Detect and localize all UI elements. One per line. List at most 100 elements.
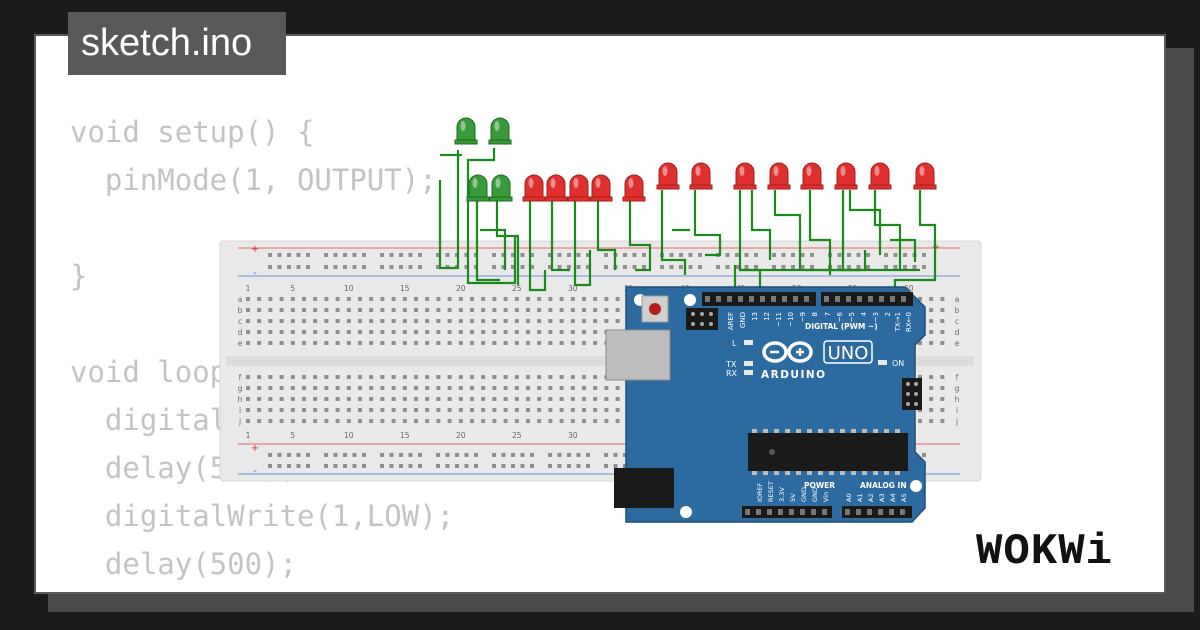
- row-letter: j: [955, 417, 958, 426]
- wire: [893, 190, 937, 292]
- wokwi-logo: WOKWi: [976, 527, 1114, 577]
- power-pin-label: GND: [800, 487, 808, 502]
- led[interactable]: [466, 174, 490, 202]
- power-pin-label: IOREF: [756, 482, 764, 502]
- column-number: 25: [512, 431, 522, 440]
- analog-pin-label: A4: [889, 493, 897, 502]
- analog-pin-label: A1: [856, 493, 864, 502]
- led[interactable]: [589, 174, 613, 202]
- digital-pin-label: 8: [811, 312, 819, 316]
- column-number: 60: [904, 284, 914, 293]
- code-line: pinMode(1, OUTPUT);: [70, 163, 437, 197]
- reset-button[interactable]: [649, 303, 661, 315]
- led[interactable]: [567, 174, 591, 202]
- mount-hole: [684, 294, 696, 306]
- digital-pin-label: 2: [884, 312, 892, 316]
- analog-header: [842, 506, 912, 518]
- row-letter: d: [955, 328, 960, 337]
- code-line: void setup() {: [70, 115, 315, 149]
- arduino-brand: ARDUINO: [761, 369, 827, 381]
- digital-pin-label: ~6: [836, 311, 844, 322]
- led[interactable]: [489, 174, 513, 202]
- led[interactable]: [868, 162, 892, 190]
- column-number: 20: [456, 284, 466, 293]
- analog-pin-label: A5: [900, 493, 908, 502]
- wire: [550, 200, 570, 272]
- wire: [773, 190, 802, 270]
- led[interactable]: [522, 174, 546, 202]
- led[interactable]: [689, 162, 713, 190]
- wire: [808, 190, 832, 275]
- wire: [873, 190, 902, 270]
- icsp-header-right: [902, 378, 922, 410]
- wire: [848, 190, 882, 255]
- row-letter: h: [238, 395, 243, 404]
- led-on-label: ON: [892, 359, 904, 368]
- row-letter: h: [955, 395, 960, 404]
- row-letter: g: [238, 384, 243, 393]
- column-number: 30: [568, 431, 578, 440]
- column-number: 25: [512, 284, 522, 293]
- rail-sign: +: [251, 244, 259, 255]
- wire: [573, 200, 592, 287]
- row-letter: c: [238, 317, 242, 326]
- column-number: 15: [400, 284, 410, 293]
- led[interactable]: [800, 162, 824, 190]
- power-label: POWER: [804, 481, 835, 490]
- led[interactable]: [544, 174, 568, 202]
- wire: [890, 238, 917, 262]
- digital-pin-label: ~10: [787, 312, 795, 327]
- digital-header: [702, 292, 913, 306]
- wire: [596, 200, 617, 270]
- analog-pin-label: A2: [867, 493, 875, 502]
- arduino-model: UNO: [828, 343, 869, 364]
- analog-pin-label: A0: [845, 493, 853, 502]
- row-letter: d: [238, 328, 243, 337]
- led[interactable]: [913, 162, 937, 190]
- breadboard-labels: 151015202530354045505560151015202530aabb…: [238, 242, 960, 477]
- arduino-logo: UNO ARDUINO: [761, 340, 873, 381]
- led[interactable]: [454, 117, 478, 145]
- file-tab[interactable]: sketch.ino: [68, 12, 286, 75]
- digital-pin-label: 13: [751, 312, 759, 321]
- led[interactable]: [488, 117, 512, 145]
- digital-pin-label: ~3: [872, 312, 880, 322]
- led[interactable]: [656, 162, 680, 190]
- led[interactable]: [622, 174, 646, 202]
- led[interactable]: [767, 162, 791, 190]
- digital-pin-label: ~5: [848, 312, 856, 322]
- led[interactable]: [834, 162, 858, 190]
- column-number: 15: [400, 431, 410, 440]
- analog-label: ANALOG IN: [860, 481, 907, 490]
- power-header: [742, 506, 832, 518]
- led-rx-label: RX: [726, 369, 738, 378]
- digital-pin-label: AREF: [727, 312, 735, 330]
- leds: [454, 117, 937, 202]
- code-line: delay(500);: [70, 547, 297, 581]
- column-number: 10: [344, 431, 354, 440]
- wire: [628, 200, 652, 272]
- rail-sign: -: [253, 466, 257, 477]
- power-pin-label: GND: [811, 487, 819, 502]
- digital-pin-label: ~11: [775, 312, 783, 327]
- row-letter: g: [955, 384, 960, 393]
- mount-hole: [910, 480, 922, 492]
- power-pin-label: Vin: [822, 492, 830, 502]
- column-number: 5: [290, 284, 295, 293]
- led[interactable]: [733, 162, 757, 190]
- wire: [466, 148, 517, 285]
- wires: [438, 148, 937, 292]
- wire: [693, 190, 722, 257]
- power-jack: [614, 468, 674, 508]
- row-letter: b: [955, 306, 960, 315]
- wire: [660, 190, 687, 275]
- rail-sign: -: [253, 268, 257, 279]
- digital-pin-label: TX→1: [894, 312, 902, 332]
- row-letter: a: [238, 295, 243, 304]
- row-letter: e: [238, 339, 243, 348]
- row-letter: f: [956, 373, 959, 382]
